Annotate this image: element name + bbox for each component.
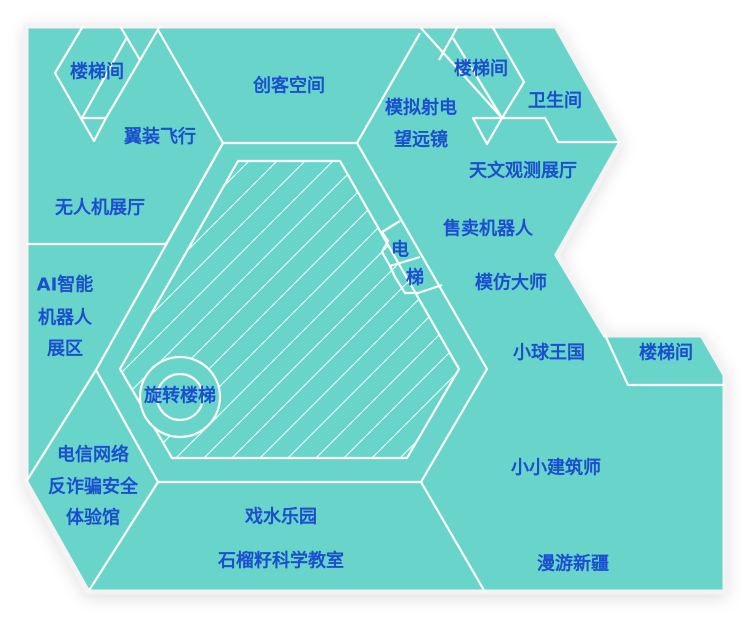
room-xinjiang-tour[interactable]: 漫游新疆 [537,553,609,575]
floor-outline [23,23,728,595]
room-vending-robot[interactable]: 售卖机器人 [443,218,534,240]
room-elevator-2[interactable]: 梯 [406,267,424,289]
hatch-line [213,161,459,458]
room-maker-space[interactable]: 创客空间 [252,75,325,97]
walls [25,25,725,593]
room-stairs-top-left[interactable]: 楼梯间 [70,61,124,83]
hatch-line [120,161,363,458]
room-stairs-top-right[interactable]: 楼梯间 [454,58,508,80]
room-radio-telescope-line1[interactable]: 模拟射电 [385,97,457,119]
hatch-line [241,161,459,458]
room-telecom-line3[interactable]: 体验馆 [66,507,120,529]
room-ai-robot-line1[interactable]: AI智能 [37,274,94,296]
room-ai-robot-line2[interactable]: 机器人 [38,308,93,329]
hatch-line [157,161,459,458]
room-elevator-1[interactable]: 电 [391,239,409,261]
room-wingsuit[interactable]: 翼装飞行 [123,126,196,148]
room-drone-hall[interactable]: 无人机展厅 [55,198,145,219]
room-little-architect[interactable]: 小小建筑师 [511,457,601,479]
room-stairs-right[interactable]: 楼梯间 [639,342,693,364]
hatch-line [129,161,459,458]
hatch-line [120,161,335,458]
hatch-line [185,161,459,458]
room-water-park[interactable]: 戏水乐园 [244,506,317,528]
room-restroom[interactable]: 卫生间 [528,90,582,112]
hatch-line [120,161,279,458]
room-spiral-stairs[interactable]: 旋转楼梯 [143,385,216,407]
hatch-line [120,161,307,458]
room-ai-robot-line3[interactable]: 展区 [47,339,83,360]
room-imitation-master[interactable]: 模仿大师 [475,272,547,294]
room-radio-telescope-line2[interactable]: 望远镜 [394,129,448,151]
room-astronomy-hall[interactable]: 天文观测展厅 [469,160,577,182]
room-ball-kingdom[interactable]: 小球王国 [513,343,585,364]
room-telecom-line1[interactable]: 电信网络 [57,444,129,466]
room-telecom-line2[interactable]: 反诈骗安全 [48,476,139,498]
hatch-line [120,161,419,458]
room-science-classroom[interactable]: 石榴籽科学教室 [217,550,344,572]
